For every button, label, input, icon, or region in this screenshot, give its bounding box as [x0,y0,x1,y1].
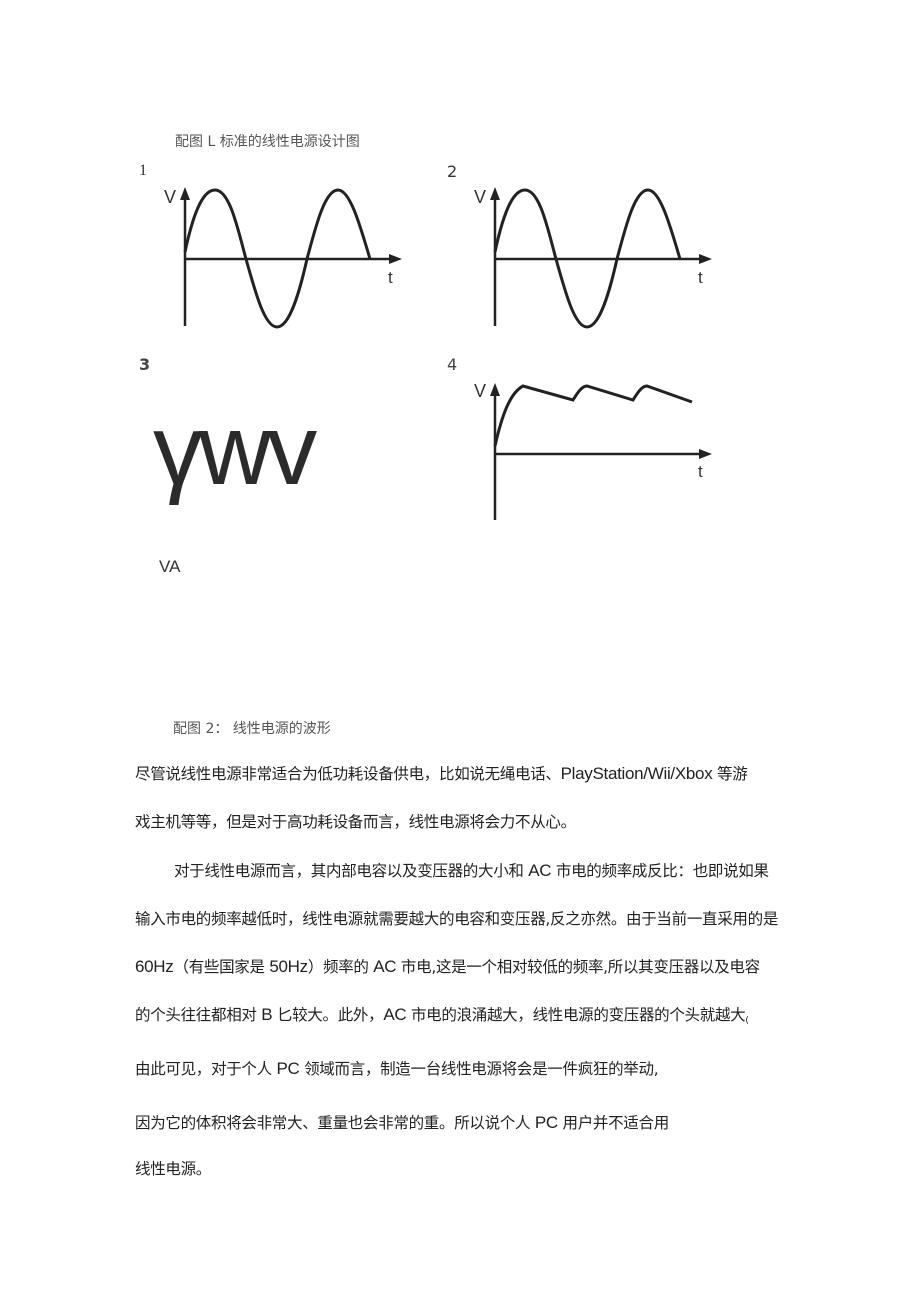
panel-2-sine-graph: V t [474,187,712,329]
paragraph-3-line-3: 线性电源。 [135,1160,212,1178]
paragraph-1-line-2: 戏主机等等，但是对于高功耗设备而言，线性电源将会力不从心。 [135,813,576,831]
panel-1-number: 1 [139,162,147,179]
panel-4-ripple-graph: V t [474,381,712,520]
panel-4-number: 4 [447,355,458,374]
panel-3-number: 3 [139,355,151,374]
y-axis-arrow-icon [490,383,500,396]
svg-text:t: t [698,268,703,287]
panel-1-y-label: V [164,187,176,207]
x-axis-arrow-icon [389,254,402,264]
paragraph-2-line-2: 输入市电的频率越低时，线性电源就需要越大的电容和变压器,反之亦然。由于当前一直采… [135,910,779,928]
panel-1-sine-graph: V t [164,187,402,329]
svg-text:V: V [474,381,486,401]
paragraph-3-line-1: 由此可见，对于个人 PC 领域而言，制造一台线性电源将会是一件疯狂的举动, [135,1059,659,1078]
panel-3-big-text: γwv [153,394,317,506]
paragraph-2-line-3: 60Hz（有些国家是 50Hz）频率的 AC 市电,这是一个相对较低的频率,所以… [135,957,760,976]
panel-3-sub-label: VA [159,557,181,576]
y-axis-arrow-icon [490,187,500,200]
x-axis-arrow-icon [699,254,712,264]
paragraph-3-line-2: 因为它的体积将会非常大、重量也会非常的重。所以说个人 PC 用户并不适合用 [135,1113,669,1132]
panel-2-number: 2 [447,162,458,181]
svg-text:V: V [474,187,486,207]
x-axis-arrow-icon [699,449,712,459]
paragraph-2-line-4: 的个头往往都相对 B 匕较大。此外，AC 市电的浪涌越大，线性电源的变压器的个头… [135,1005,749,1026]
figure1-caption: 配图 L 标准的线性电源设计图 [175,134,360,150]
paragraph-1-line-1: 尽管说线性电源非常适合为低功耗设备供电，比如说无绳电话、PlayStation/… [135,764,748,783]
svg-text:t: t [698,462,703,481]
y-axis-arrow-icon [180,187,190,200]
paragraph-2-line-1: 对于线性电源而言，其内部电容以及变压器的大小和 AC 市电的频率成反比：也即说如… [174,861,769,880]
figure2-caption: 配图 2： 线性电源的波形 [173,721,331,737]
panel-1-x-label: t [388,268,393,287]
